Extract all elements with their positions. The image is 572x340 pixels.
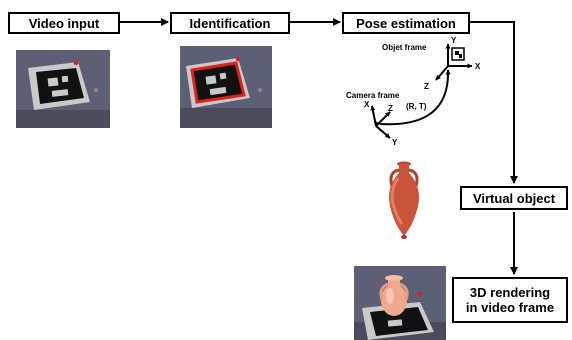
transform-label: (R, T): [406, 102, 427, 111]
camera-y-label: Y: [392, 138, 398, 147]
object-y-label: Y: [451, 36, 457, 45]
object-x-label: X: [475, 62, 481, 71]
step-3d-rendering-label-line2: in video frame: [465, 300, 555, 315]
object-z-axis: [435, 65, 449, 81]
step-3d-rendering-label-line1: 3D rendering: [469, 285, 551, 300]
step-virtual-object: Virtual object: [460, 186, 568, 210]
identification-photo: [180, 46, 272, 128]
object-frame-label: Objet frame: [382, 43, 427, 52]
camera-x-axis: [370, 105, 377, 127]
camera-y-axis: [375, 125, 391, 139]
camera-z-label: Z: [388, 104, 393, 113]
camera-x-label: X: [364, 100, 370, 109]
transform-arrow: [375, 69, 451, 127]
step-3d-rendering: 3D rendering in video frame: [452, 277, 568, 323]
step-pose-estimation-label: Pose estimation: [356, 15, 456, 31]
object-z-label: Z: [424, 82, 429, 91]
virtual-object-vase: [389, 161, 419, 239]
step-pose-estimation: Pose estimation: [342, 12, 470, 34]
step-virtual-object-label: Virtual object: [472, 190, 556, 206]
marker-icon: [451, 47, 465, 61]
camera-frame-label: Camera frame: [346, 91, 400, 100]
step-identification-label: Identification: [189, 15, 271, 31]
step-video-input: Video input: [8, 12, 120, 34]
step-identification: Identification: [170, 12, 290, 34]
video-input-photo: [16, 50, 110, 128]
pose-frames-diagram: [370, 43, 473, 139]
arrow-pose-to-virtual-object: [470, 21, 518, 184]
rendering-result-photo: [354, 266, 446, 340]
step-video-input-label: Video input: [28, 15, 100, 31]
